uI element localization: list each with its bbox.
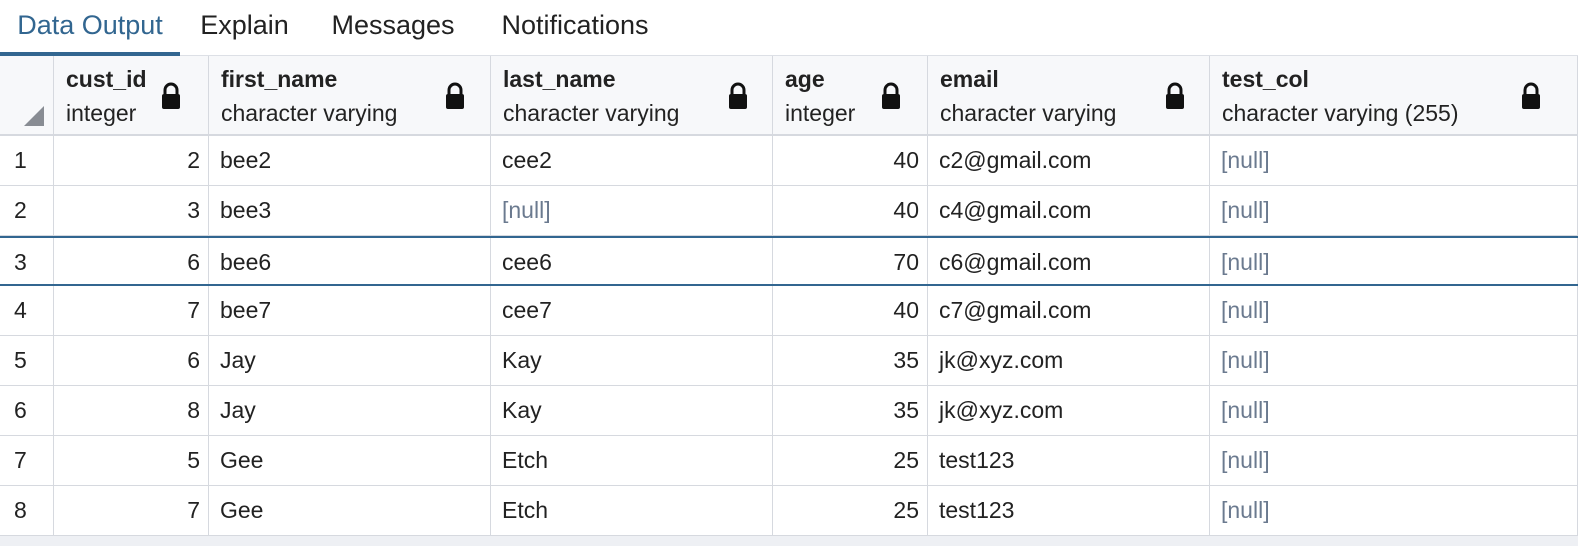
cell-email[interactable]: jk@xyz.com	[928, 336, 1210, 385]
cell-email[interactable]: test123	[928, 436, 1210, 485]
cell-first-name[interactable]: Jay	[209, 386, 491, 435]
tab-notifications[interactable]: Notifications	[501, 10, 649, 40]
cell-cust-id[interactable]: 3	[54, 186, 209, 235]
cell-cust-id[interactable]: 2	[54, 136, 209, 185]
cell-test-col[interactable]: [null]	[1210, 336, 1578, 385]
cell-email[interactable]: c6@gmail.com	[928, 238, 1210, 284]
cell-email[interactable]: c7@gmail.com	[928, 286, 1210, 335]
cell-first-name[interactable]: bee3	[209, 186, 491, 235]
cell-test-col[interactable]: [null]	[1210, 186, 1578, 235]
column-type: character varying	[940, 100, 1117, 126]
lock-icon	[1520, 82, 1542, 110]
tab-data-output[interactable]: Data Output	[0, 0, 180, 56]
grid-corner[interactable]	[0, 56, 54, 134]
row-number[interactable]: 8	[0, 486, 54, 535]
cell-age[interactable]: 40	[773, 186, 928, 235]
lock-icon	[444, 82, 466, 110]
lock-icon	[880, 82, 902, 110]
cell-cust-id[interactable]: 6	[54, 336, 209, 385]
cell-last-name[interactable]: Etch	[491, 486, 773, 535]
row-number[interactable]: 6	[0, 386, 54, 435]
cell-age[interactable]: 35	[773, 336, 928, 385]
cell-last-name[interactable]: cee6	[491, 238, 773, 284]
cell-last-name[interactable]: [null]	[491, 186, 773, 235]
cell-first-name[interactable]: bee7	[209, 286, 491, 335]
column-name: test_col	[1222, 66, 1309, 92]
result-tabs: Data Output Explain Messages Notificatio…	[0, 0, 1578, 56]
cell-first-name[interactable]: Jay	[209, 336, 491, 385]
row-number[interactable]: 1	[0, 136, 54, 185]
cell-last-name[interactable]: Kay	[491, 386, 773, 435]
tab-explain[interactable]: Explain	[200, 10, 289, 40]
cell-cust-id[interactable]: 7	[54, 286, 209, 335]
row-number[interactable]: 7	[0, 436, 54, 485]
cell-first-name[interactable]: bee6	[209, 238, 491, 284]
cell-test-col[interactable]: [null]	[1210, 136, 1578, 185]
cell-last-name[interactable]: Etch	[491, 436, 773, 485]
cell-first-name[interactable]: Gee	[209, 436, 491, 485]
cell-cust-id[interactable]: 5	[54, 436, 209, 485]
row-number[interactable]: 4	[0, 286, 54, 335]
row-number[interactable]: 3	[0, 238, 54, 284]
cell-first-name[interactable]: bee2	[209, 136, 491, 185]
cell-email[interactable]: c4@gmail.com	[928, 186, 1210, 235]
cell-email[interactable]: c2@gmail.com	[928, 136, 1210, 185]
cell-email[interactable]: jk@xyz.com	[928, 386, 1210, 435]
cell-age[interactable]: 40	[773, 136, 928, 185]
lock-icon	[727, 82, 749, 110]
column-type: character varying (255)	[1222, 100, 1459, 126]
cell-test-col[interactable]: [null]	[1210, 386, 1578, 435]
column-name: email	[940, 66, 999, 92]
column-name: last_name	[503, 66, 616, 92]
tab-messages[interactable]: Messages	[331, 10, 455, 40]
column-name: cust_id	[66, 66, 147, 92]
cell-last-name[interactable]: cee7	[491, 286, 773, 335]
cell-test-col[interactable]: [null]	[1210, 238, 1578, 284]
cell-email[interactable]: test123	[928, 486, 1210, 535]
select-all-icon[interactable]	[24, 106, 44, 126]
cell-cust-id[interactable]: 7	[54, 486, 209, 535]
row-number[interactable]: 5	[0, 336, 54, 385]
cell-cust-id[interactable]: 8	[54, 386, 209, 435]
cell-first-name[interactable]: Gee	[209, 486, 491, 535]
cell-test-col[interactable]: [null]	[1210, 436, 1578, 485]
column-type: integer	[66, 100, 137, 126]
cell-test-col[interactable]: [null]	[1210, 286, 1578, 335]
column-header-email[interactable]: email character varying	[928, 56, 1210, 134]
cell-age[interactable]: 70	[773, 238, 928, 284]
lock-icon	[160, 82, 182, 110]
cell-age[interactable]: 35	[773, 386, 928, 435]
column-name: age	[785, 66, 825, 92]
cell-cust-id[interactable]: 6	[54, 238, 209, 284]
column-header-first-name[interactable]: first_name character varying	[209, 56, 491, 134]
cell-age[interactable]: 40	[773, 286, 928, 335]
cell-last-name[interactable]: Kay	[491, 336, 773, 385]
cell-test-col[interactable]: [null]	[1210, 486, 1578, 535]
column-name: first_name	[221, 66, 338, 92]
cell-last-name[interactable]: cee2	[491, 136, 773, 185]
row-number[interactable]: 2	[0, 186, 54, 235]
lock-icon	[1164, 82, 1186, 110]
column-type: integer	[785, 100, 856, 126]
column-header-last-name[interactable]: last_name character varying	[491, 56, 773, 134]
column-header-test-col[interactable]: test_col character varying (255)	[1210, 56, 1578, 134]
column-type: character varying	[221, 100, 398, 126]
column-type: character varying	[503, 100, 680, 126]
cell-age[interactable]: 25	[773, 436, 928, 485]
cell-age[interactable]: 25	[773, 486, 928, 535]
column-header-age[interactable]: age integer	[773, 56, 928, 134]
